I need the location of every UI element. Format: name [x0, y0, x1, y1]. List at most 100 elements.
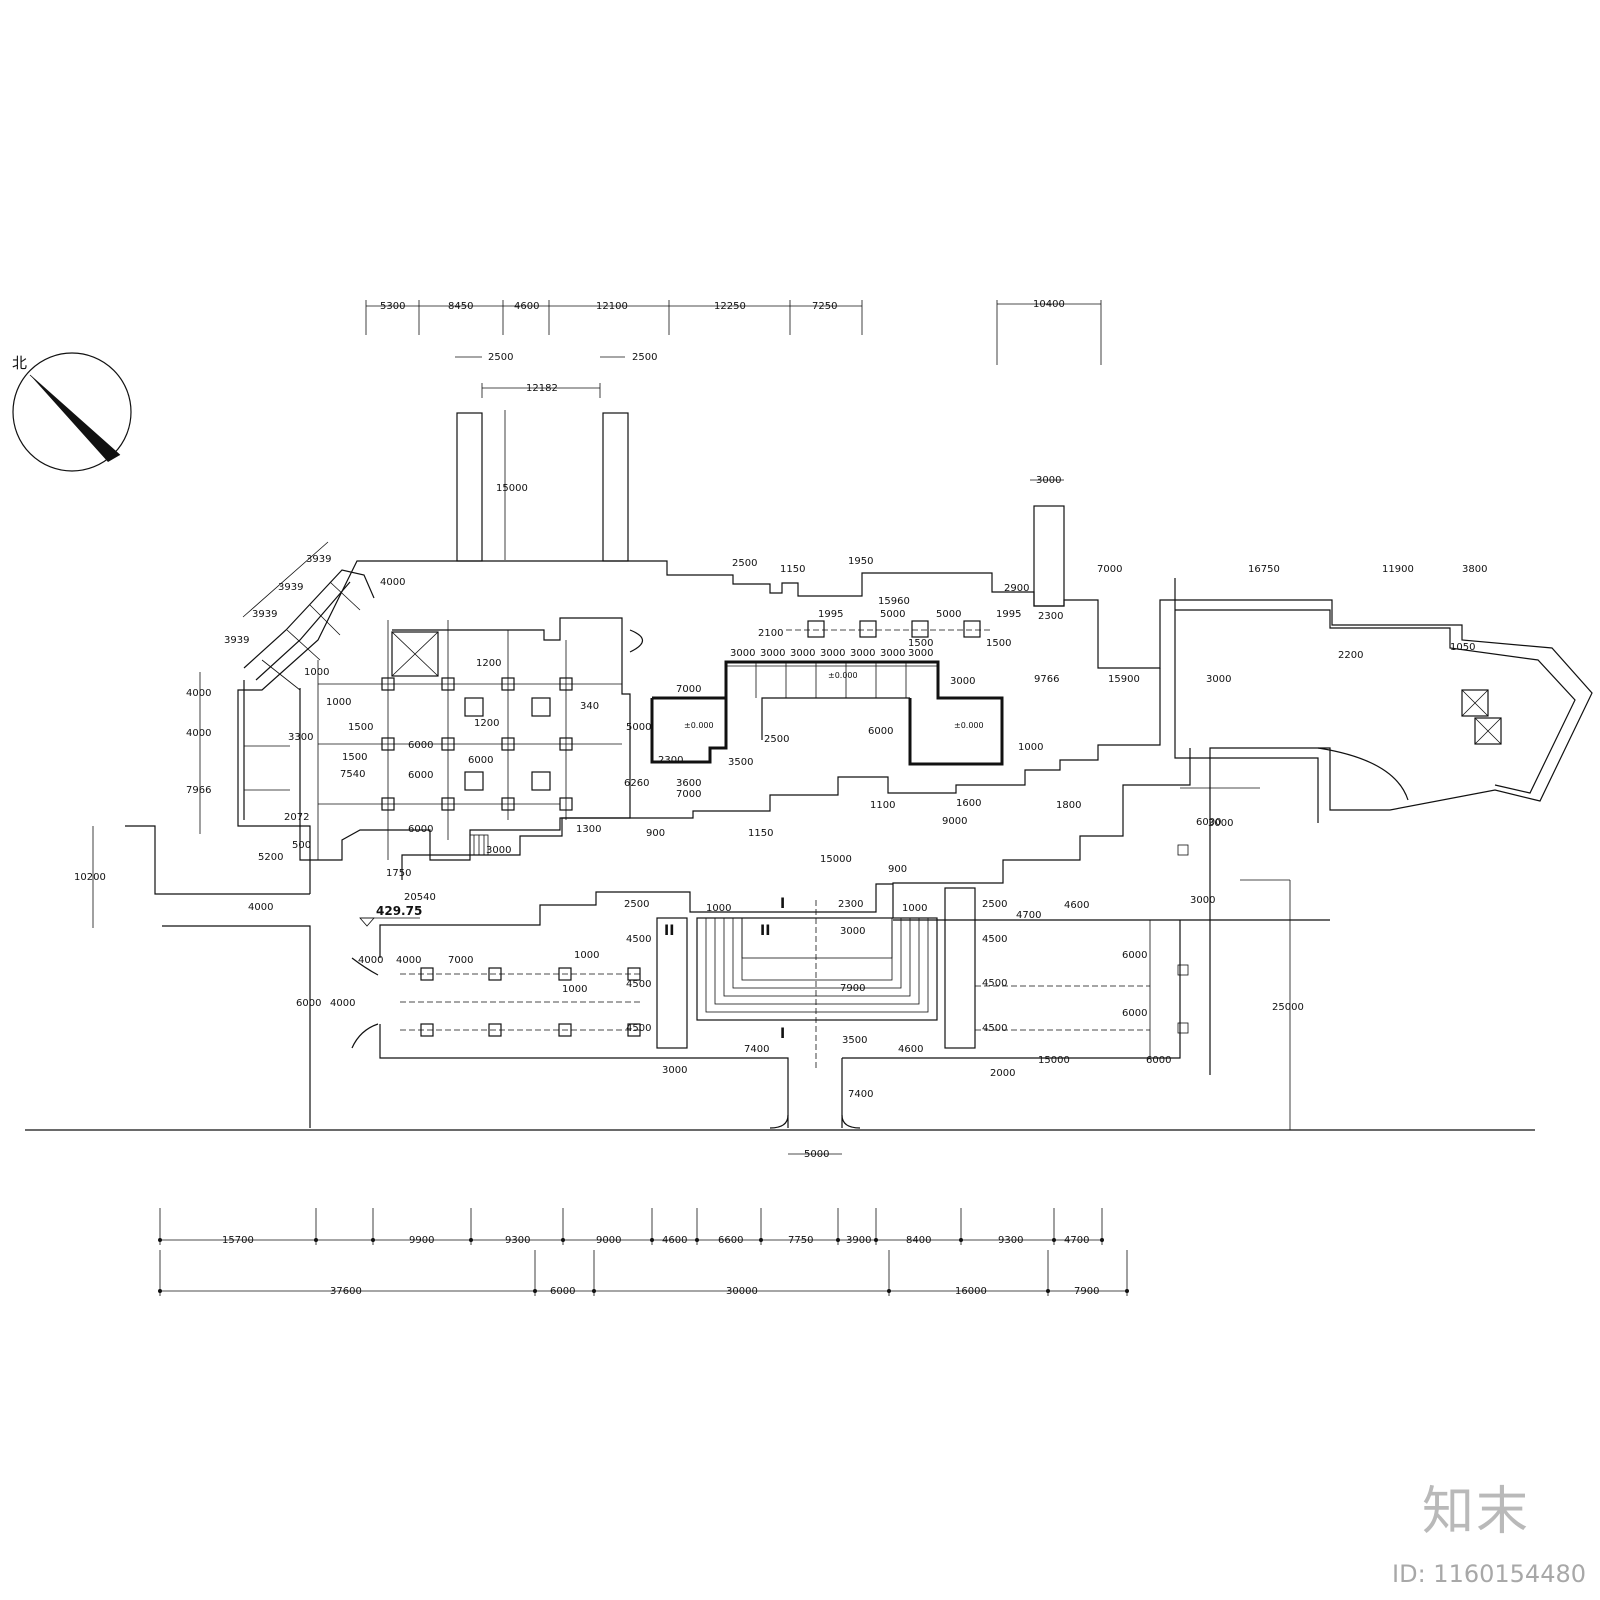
- dim-mid-21: 3000: [790, 648, 815, 659]
- dim-lower-12: 1000: [562, 984, 587, 995]
- dim-left-11: 1500: [348, 722, 373, 733]
- dim-top2-4: 3000: [1036, 475, 1061, 486]
- dim-bottom1-10: 4700: [1064, 1235, 1089, 1246]
- dim-left-26: 6000: [408, 770, 433, 781]
- dim-lower-25: 4000: [330, 998, 355, 1009]
- dim-lower-17: 7900: [840, 983, 865, 994]
- dim-left-0: 3939: [306, 554, 331, 565]
- dim-mid-48: 1300: [576, 824, 601, 835]
- dim-left-9: 7966: [186, 785, 211, 796]
- dim-top-2: 4600: [514, 301, 539, 312]
- dim-mid-2: 1950: [848, 556, 873, 567]
- dim-mid-45: 900: [646, 828, 665, 839]
- dim-left-21: 1200: [476, 658, 501, 669]
- dim-bottom2-1: 6000: [550, 1286, 575, 1297]
- dim-lower-19: 4500: [982, 978, 1007, 989]
- dim-mid-11: 5000: [936, 609, 961, 620]
- dim-mid-43: 1100: [870, 800, 895, 811]
- dim-top2-3: 15000: [496, 483, 528, 494]
- dim-mid-36: 6260: [624, 778, 649, 789]
- section-mark-0: I: [780, 896, 785, 912]
- level-mark-2: ±0.000: [954, 721, 984, 730]
- watermark-logo: 知末: [1421, 1482, 1530, 1542]
- dim-left-1: 3939: [278, 582, 303, 593]
- dim-mid-29: 15900: [1108, 674, 1140, 685]
- dim-left-12: 1500: [342, 752, 367, 763]
- dim-top2-1: 2500: [632, 352, 657, 363]
- dim-lower-7: 3000: [1190, 895, 1215, 906]
- dim-top-0: 5300: [380, 301, 405, 312]
- dim-mid-32: 6000: [868, 726, 893, 737]
- dim-lower-0: 2500: [624, 899, 649, 910]
- dim-left-25: 6000: [468, 755, 493, 766]
- dim-left-6: 1000: [326, 697, 351, 708]
- dim-left-13: 7540: [340, 769, 365, 780]
- dim-bottom1-6: 7750: [788, 1235, 813, 1246]
- dim-lower-29: 15000: [1038, 1055, 1070, 1066]
- dim-lower-2: 2300: [838, 899, 863, 910]
- dim-mid-19: 3000: [730, 648, 755, 659]
- dim-left-20: 20540: [404, 892, 436, 903]
- dim-mid-42: 1600: [956, 798, 981, 809]
- dim-mid-8: 3800: [1462, 564, 1487, 575]
- elevation-label: 429.75: [376, 904, 422, 918]
- north-wing-walls: [456, 412, 1065, 607]
- dim-left-4: 4000: [380, 577, 405, 588]
- dim-mid-44: 9000: [942, 816, 967, 827]
- dim-mid-17: 2200: [1338, 650, 1363, 661]
- dim-mid-33: 2500: [764, 734, 789, 745]
- top-dimension-chain-2: [455, 356, 625, 560]
- dim-lower-13: 4500: [626, 934, 651, 945]
- dim-lower-1: 1000: [706, 903, 731, 914]
- dim-bottom2-2: 30000: [726, 1286, 758, 1297]
- left-wing-walls: [242, 541, 375, 820]
- dim-bottom1-8: 8400: [906, 1235, 931, 1246]
- dim-lower-16: 3000: [840, 926, 865, 937]
- level-mark-1: ±0.000: [828, 671, 858, 680]
- dim-bottom1-1: 9900: [409, 1235, 434, 1246]
- dim-mid-31: 7000: [676, 684, 701, 695]
- north-arrow-icon: [12, 352, 132, 472]
- dim-lower-26: 7400: [744, 1044, 769, 1055]
- dim-mid-34: 3500: [728, 757, 753, 768]
- dim-mid-15: 1500: [986, 638, 1011, 649]
- dim-mid-39: 5000: [626, 722, 651, 733]
- dim-top-5: 7250: [812, 301, 837, 312]
- top-dimension-chain: [365, 300, 1102, 365]
- dim-mid-0: 2500: [732, 558, 757, 569]
- dim-left-15: 500: [292, 840, 311, 851]
- dim-left-17: 10200: [74, 872, 106, 883]
- dim-lower-6: 4600: [1064, 900, 1089, 911]
- dim-left-2: 3939: [252, 609, 277, 620]
- dim-mid-46: 1150: [748, 828, 773, 839]
- front-court: [125, 787, 1330, 1129]
- dim-left-19: 1750: [386, 868, 411, 879]
- dim-lower-34: 5000: [804, 1149, 829, 1160]
- dim-left-24: 6000: [408, 740, 433, 751]
- dim-left-3: 3939: [224, 635, 249, 646]
- dim-lower-5: 4700: [1016, 910, 1041, 921]
- dim-lower-8: 4000: [358, 955, 383, 966]
- dim-left-23: 340: [580, 701, 599, 712]
- dim-lower-20: 4500: [982, 1023, 1007, 1034]
- dim-mid-37: 3600: [676, 778, 701, 789]
- dim-left-14: 2072: [284, 812, 309, 823]
- side-dimension-lines: [92, 672, 1291, 1130]
- dim-left-27: 6000: [408, 824, 433, 835]
- dim-mid-24: 3000: [880, 648, 905, 659]
- dim-mid-7: 11900: [1382, 564, 1414, 575]
- dim-bottom1-5: 6600: [718, 1235, 743, 1246]
- dim-left-18: 4000: [248, 902, 273, 913]
- dim-lower-10: 7000: [448, 955, 473, 966]
- interior-structure: [299, 617, 631, 861]
- dim-lower-27: 3500: [842, 1035, 867, 1046]
- dim-mid-20: 3000: [760, 648, 785, 659]
- dim-top-3: 12100: [596, 301, 628, 312]
- dim-mid-28: 9766: [1034, 674, 1059, 685]
- dim-mid-23: 3000: [850, 648, 875, 659]
- dim-left-22: 1200: [474, 718, 499, 729]
- dim-top-1: 8450: [448, 301, 473, 312]
- dim-left-10: 3300: [288, 732, 313, 743]
- dim-mid-10: 5000: [880, 609, 905, 620]
